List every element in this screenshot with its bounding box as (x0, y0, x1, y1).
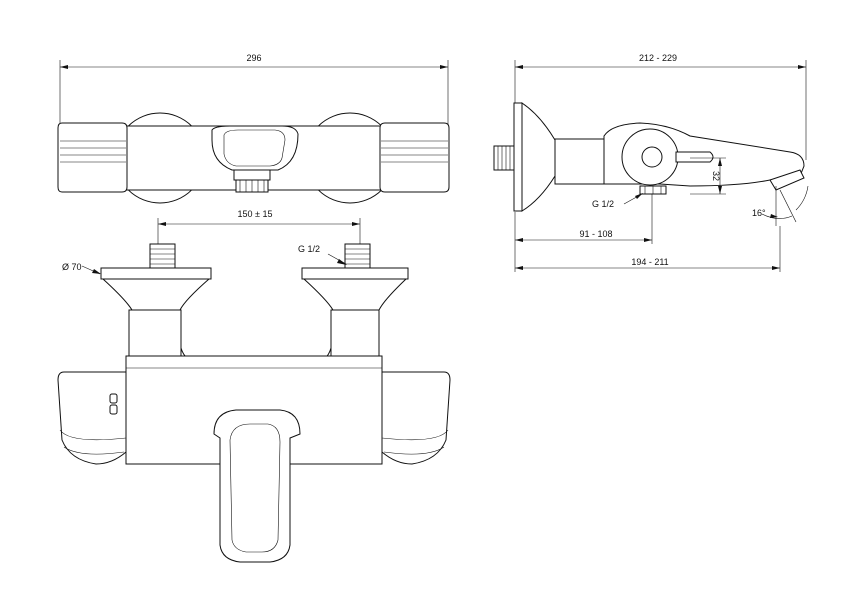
front-left-handle (57, 371, 127, 465)
spout-height-dimension: 32 (690, 157, 726, 195)
flange-diameter-label: Ø 70 (62, 262, 82, 272)
outlet-thread-callout: G 1/2 (592, 193, 643, 209)
side-flange-cone (521, 102, 556, 212)
outlet-thread-label: G 1/2 (592, 199, 614, 209)
spout-reach-label: 194 - 211 (631, 257, 668, 267)
front-view: 150 ± 15 (57, 209, 451, 563)
spout-height-label: 32 (711, 171, 721, 181)
outlet-distance-label: 91 - 108 (579, 229, 612, 239)
spout-angle-dimension: 16° (752, 185, 809, 226)
side-view: 212 - 229 (493, 53, 809, 272)
total-depth-label: 212 - 229 (639, 53, 677, 63)
outlet-distance-dimension: 91 - 108 (514, 194, 653, 272)
top-left-handle (57, 122, 128, 193)
top-view: 296 (57, 53, 450, 204)
inlet-thread-callout: G 1/2 (298, 244, 347, 265)
spout-angle-label: 16° (752, 208, 766, 218)
top-right-handle (379, 122, 450, 193)
front-center-lever (213, 409, 301, 563)
right-inlet (301, 243, 409, 357)
top-center-lever (211, 125, 299, 193)
side-body (554, 138, 605, 185)
left-inlet (100, 243, 212, 357)
side-thread (493, 145, 515, 171)
front-right-handle (381, 371, 451, 465)
side-lever-arm (675, 151, 714, 163)
center-distance-label: 150 ± 15 (238, 209, 273, 219)
inlet-thread-label: G 1/2 (298, 244, 320, 254)
side-flange-plate (513, 102, 523, 212)
spout-reach-dimension: 194 - 211 (515, 226, 781, 272)
spout-outlet (769, 169, 805, 191)
overall-width-label: 296 (246, 53, 261, 63)
flange-diameter-callout: Ø 70 (62, 262, 101, 275)
overall-width-dimension: 296 (59, 53, 449, 125)
total-depth-dimension: 212 - 229 (514, 53, 807, 160)
center-distance-dimension: 150 ± 15 (157, 209, 361, 244)
side-lever-hub (641, 146, 663, 168)
